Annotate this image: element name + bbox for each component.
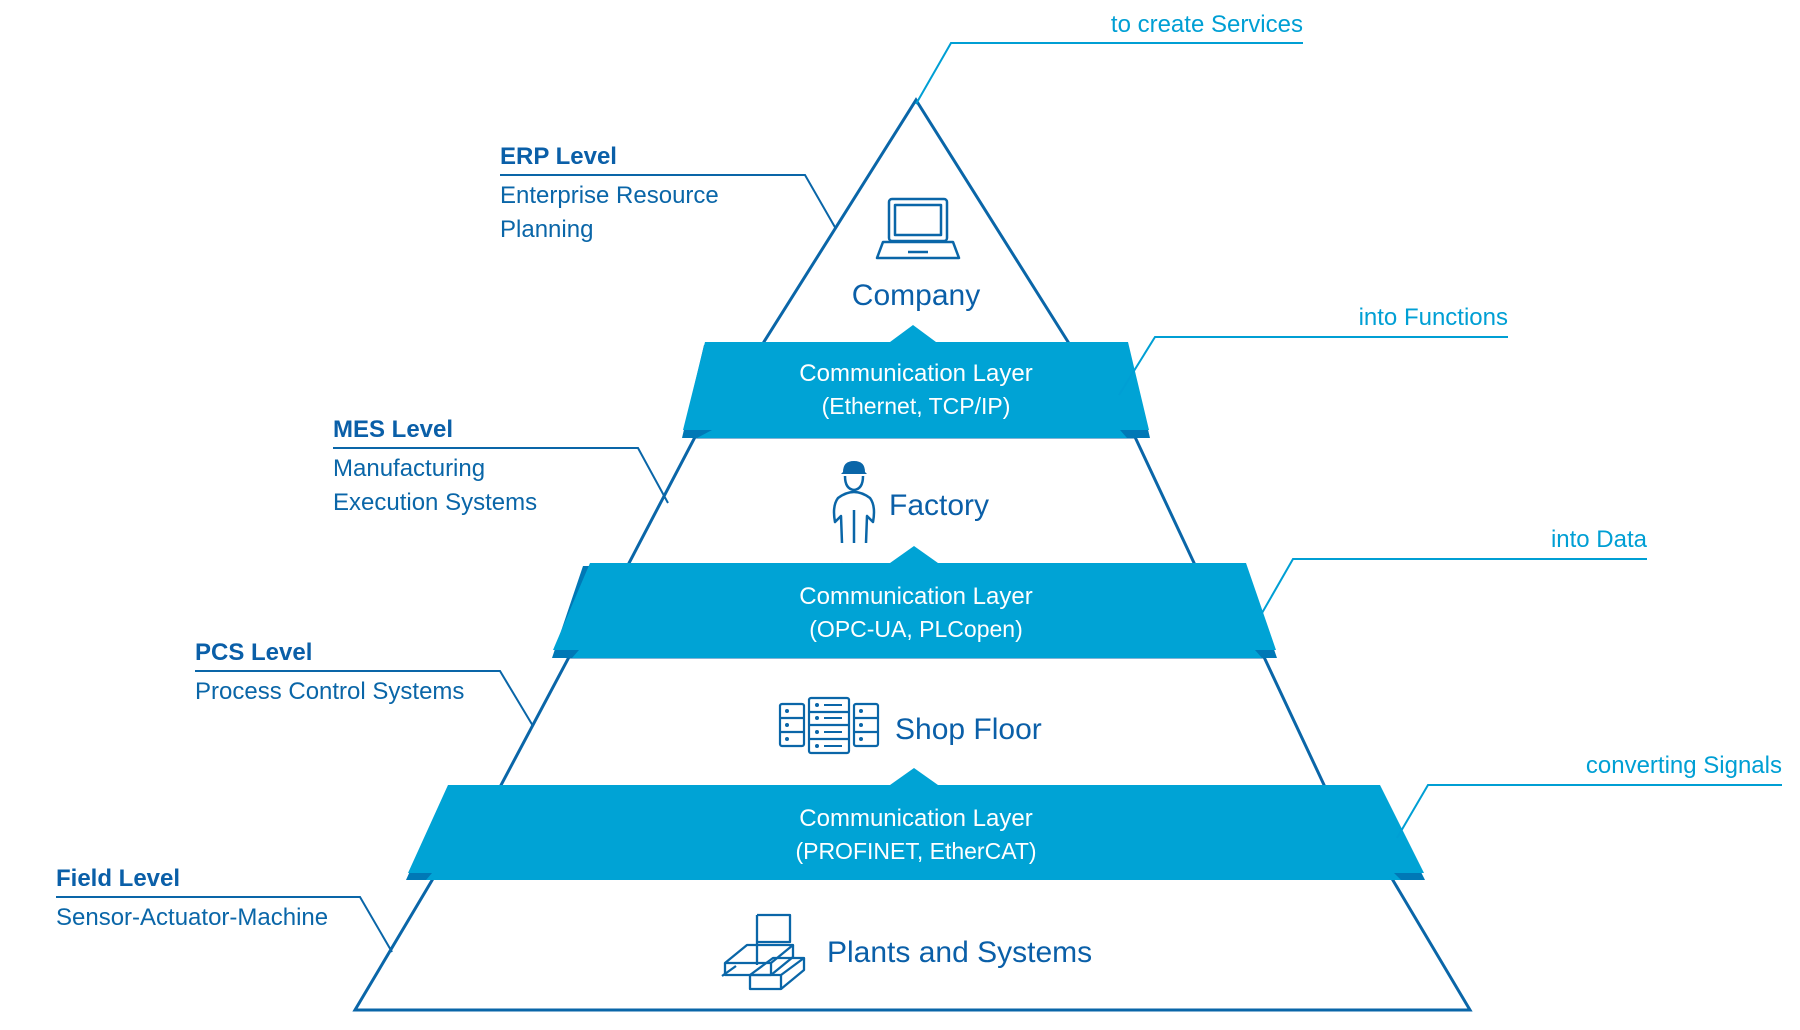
mes-level-title: MES Level	[333, 416, 453, 443]
field-leader-line	[56, 896, 393, 953]
signals-leader-line	[1396, 784, 1782, 839]
right-label-functions: into Functions	[1359, 304, 1508, 331]
mes-level-desc-line-1: Manufacturing	[333, 455, 485, 482]
erp-level-desc-line-2: Planning	[500, 216, 593, 243]
laptop-icon	[875, 197, 961, 260]
mes-level-desc-line-2: Execution Systems	[333, 489, 537, 516]
comm-layer-1-protocols: (Ethernet, TCP/IP)	[822, 393, 1011, 419]
tier-plants-label: Plants and Systems	[827, 936, 1092, 969]
comm-layer-3-protocols: (PROFINET, EtherCAT)	[795, 838, 1036, 864]
pcs-level-desc-line-1: Process Control Systems	[195, 678, 464, 705]
pcs-leader-line	[195, 670, 534, 727]
right-label-signals: converting Signals	[1586, 752, 1782, 779]
worker-icon	[832, 461, 876, 544]
comm-layer-1-title: Communication Layer	[799, 360, 1032, 387]
erp-leader-line	[500, 174, 837, 230]
functions-leader-line	[1118, 336, 1508, 396]
comm-band-2	[552, 546, 1277, 658]
comm-layer-2-protocols: (OPC-UA, PLCopen)	[809, 616, 1022, 642]
comm-layer-2-title: Communication Layer	[799, 583, 1032, 610]
server-rack-icon	[778, 696, 880, 755]
services-leader-line	[915, 42, 1303, 105]
field-level-title: Field Level	[56, 865, 180, 892]
erp-level-desc-line-1: Enterprise Resource	[500, 182, 719, 209]
pcs-level-title: PCS Level	[195, 639, 312, 666]
tier-factory-label: Factory	[889, 489, 989, 522]
comm-band-3	[406, 768, 1425, 880]
data-leader-line	[1261, 558, 1647, 614]
right-label-data: into Data	[1551, 526, 1648, 553]
tier-company-label: Company	[852, 279, 980, 312]
right-label-services: to create Services	[1111, 11, 1303, 38]
server-rack-leds	[785, 703, 863, 748]
tier-shopfloor-label: Shop Floor	[895, 713, 1042, 746]
erp-level-title: ERP Level	[500, 143, 617, 170]
mes-leader-line	[333, 447, 669, 504]
comm-band-1	[682, 325, 1150, 438]
comm-layer-3-title: Communication Layer	[799, 805, 1032, 832]
field-level-desc-line-1: Sensor-Actuator-Machine	[56, 904, 328, 931]
factory-blocks-icon	[721, 913, 806, 991]
